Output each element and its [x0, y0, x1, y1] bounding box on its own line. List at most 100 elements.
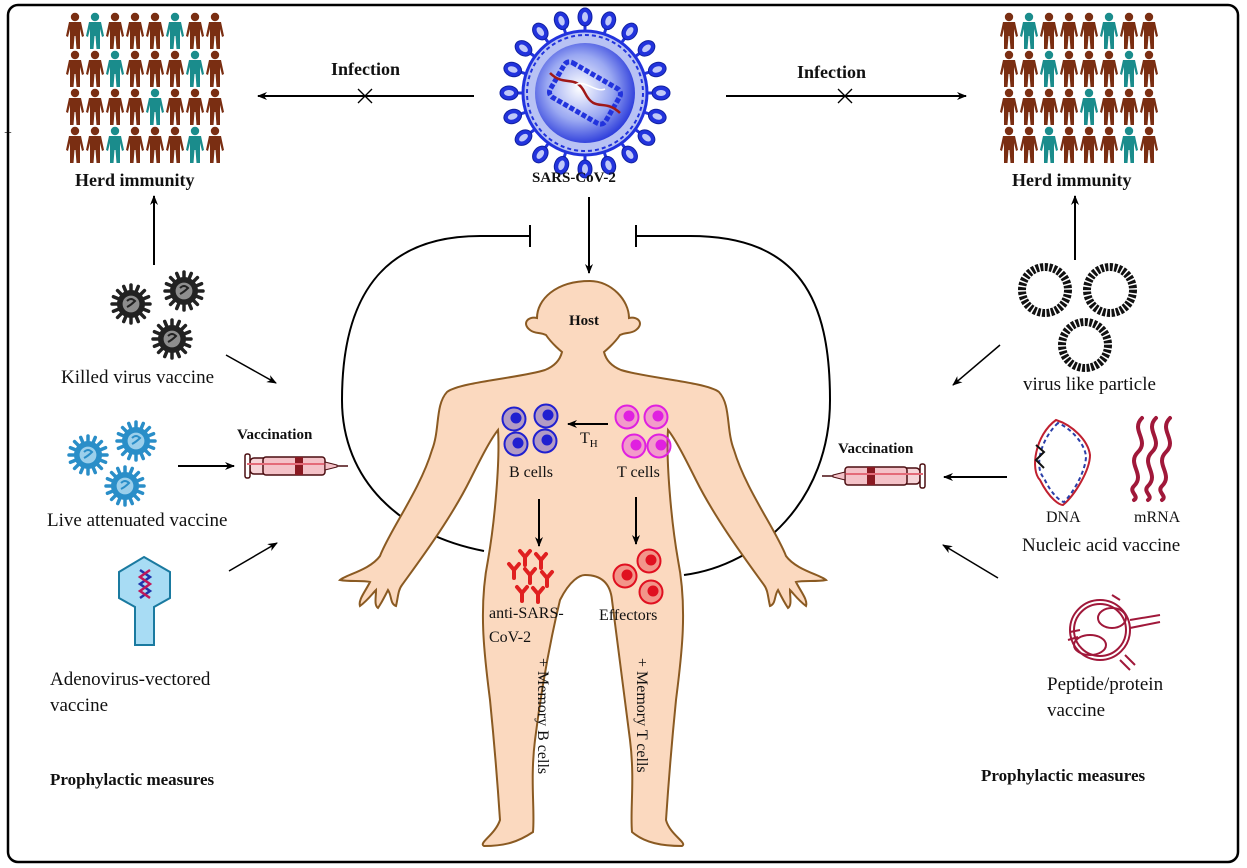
cell: [621, 433, 647, 459]
person-icon: [1140, 88, 1158, 125]
killed-virus-icon: [110, 270, 205, 360]
person-icon: [1060, 12, 1078, 49]
person-icon: [1120, 12, 1138, 49]
person-icon: [1020, 88, 1038, 125]
person-icon: [106, 50, 124, 87]
killed-to-vaccination-arrow: [225, 354, 277, 384]
person-icon: [1000, 88, 1018, 125]
infection-label-left: Infection: [331, 59, 400, 79]
b-cells-label: B cells: [509, 464, 553, 481]
person-icon: [86, 88, 104, 125]
virus-like-particles-icon: [1018, 263, 1137, 372]
virus-like-particle-label: virus like particle: [1023, 374, 1156, 395]
cell: [636, 548, 662, 574]
adenovirus-vectored-label-line2: vaccine: [50, 695, 109, 716]
virus-particle: [115, 420, 157, 462]
person-icon: [1080, 126, 1098, 163]
virus-particle: [151, 318, 193, 360]
th-label-subscript: H: [589, 438, 598, 450]
antibody-label-line1: anti-SARS-: [489, 605, 564, 622]
mrna-label: mRNA: [1134, 509, 1181, 526]
effector-cells-icon: [612, 548, 664, 605]
infection-label-right: Infection: [797, 62, 866, 82]
person-icon: [1120, 50, 1138, 87]
person-icon: [146, 50, 164, 87]
cell: [532, 428, 558, 454]
plus-mark: +: [4, 126, 12, 141]
person-icon: [1080, 88, 1098, 125]
herd-immunity-crowd-left-icon: [66, 12, 224, 163]
antibody: [515, 585, 529, 603]
person-icon: [1060, 50, 1078, 87]
sars-cov-2-virus-icon: [499, 7, 671, 179]
person-icon: [66, 126, 84, 163]
syringe-right-icon: [822, 463, 926, 489]
person-icon: [86, 50, 104, 87]
herd-immunity-crowd-right-icon: [1000, 12, 1158, 163]
live-attenuated-vaccine-label: Live attenuated vaccine: [47, 510, 228, 531]
th-label: TH: [580, 430, 598, 450]
virus-particle: [110, 283, 152, 325]
person-icon: [1060, 88, 1078, 125]
person-icon: [66, 50, 84, 87]
person-icon: [186, 50, 204, 87]
memory-b-cells-label: + Memory B cells: [534, 658, 551, 775]
blocked-x-left-icon: [357, 88, 373, 104]
vlp-to-vaccination-arrow: [952, 344, 1001, 386]
person-icon: [1020, 126, 1038, 163]
herd-immunity-label-left: Herd immunity: [75, 170, 195, 190]
cell: [501, 406, 527, 432]
person-icon: [186, 126, 204, 163]
memory-t-cells-label: + Memory T cells: [633, 658, 650, 773]
adenovirus-icon: [118, 555, 171, 646]
person-icon: [206, 12, 224, 49]
t-cells-label: T cells: [617, 464, 660, 481]
person-icon: [206, 88, 224, 125]
person-icon: [1020, 12, 1038, 49]
th-label-main: T: [580, 430, 590, 447]
person-icon: [86, 126, 104, 163]
killed-virus-vaccine-label: Killed virus vaccine: [61, 367, 215, 388]
person-icon: [206, 126, 224, 163]
host-label: Host: [569, 313, 599, 329]
person-icon: [1000, 126, 1018, 163]
outer-frame: [6, 3, 1240, 864]
person-icon: [146, 126, 164, 163]
peptide-protein-label-line1: Peptide/protein: [1047, 674, 1164, 695]
person-icon: [86, 12, 104, 49]
peptide-to-vaccination-arrow: [942, 544, 999, 579]
person-icon: [1080, 12, 1098, 49]
mrna-icon: [1130, 416, 1172, 502]
prophylactic-measures-right: Prophylactic measures: [981, 766, 1146, 785]
person-icon: [146, 12, 164, 49]
t-cells-icon: [614, 404, 672, 459]
person-icon: [186, 88, 204, 125]
person-icon: [1140, 126, 1158, 163]
person-icon: [166, 50, 184, 87]
person-icon: [166, 12, 184, 49]
herd-immunity-label-right: Herd immunity: [1012, 170, 1132, 190]
antibody: [540, 570, 554, 588]
cell: [646, 433, 672, 459]
person-icon: [1100, 88, 1118, 125]
person-icon: [126, 126, 144, 163]
person-icon: [166, 126, 184, 163]
person-icon: [1060, 126, 1078, 163]
antibody: [523, 567, 537, 585]
syringe-left-icon: [244, 453, 348, 479]
live-attenuated-virus-icon: [67, 420, 157, 507]
virus-particle: [163, 270, 205, 312]
person-icon: [1100, 126, 1118, 163]
antibodies-icon: [507, 549, 554, 604]
dna-label: DNA: [1046, 509, 1081, 526]
person-icon: [146, 88, 164, 125]
person-icon: [206, 50, 224, 87]
person-icon: [106, 88, 124, 125]
antibody: [534, 552, 548, 570]
antibody: [531, 586, 545, 604]
cell: [614, 404, 640, 430]
person-icon: [1080, 50, 1098, 87]
person-icon: [1040, 126, 1058, 163]
person-icon: [1140, 50, 1158, 87]
